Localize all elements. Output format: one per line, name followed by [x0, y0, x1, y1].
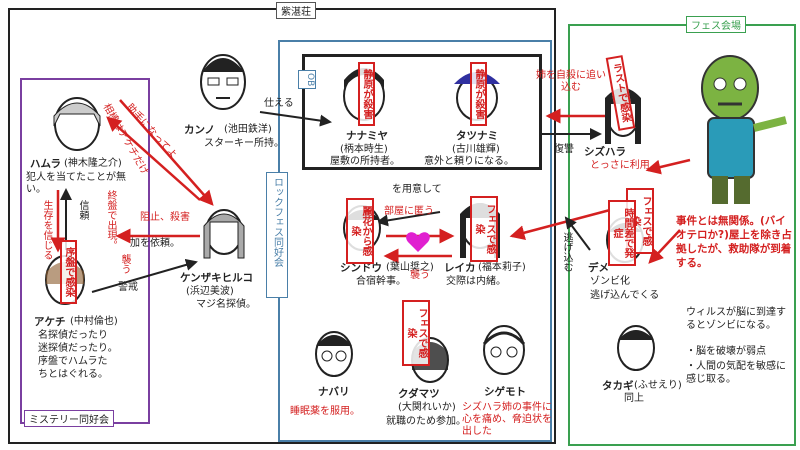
label-heya: 部屋に匿う [384, 206, 434, 217]
tatsunami-desc: 意外と頼りになる。 [424, 156, 514, 167]
tatsunami-actor: (古川雄輝) [452, 144, 500, 155]
ob-label: OB [298, 70, 316, 90]
takagi-name: タカギ [602, 380, 634, 392]
arrow-fes-reika [509, 208, 611, 241]
stamp-dememoto-2: 時間差で発症 [608, 200, 636, 266]
zombie-rule-3: ・人間の気配を敏感に感じ取る。 [686, 361, 786, 385]
fes-frame [568, 24, 796, 446]
arrow-akechi-warn [119, 99, 214, 206]
stamp-nanamiya: 静原が殺害 [358, 62, 375, 126]
kenzaki-face [203, 209, 245, 259]
fes-label: フェス会場 [686, 16, 746, 33]
nanamiya-name: ナナミヤ [346, 130, 388, 142]
shizuhara-desc: とっさに利用 [590, 160, 650, 171]
akechi-desc-2: 迷探偵だったり。 [38, 343, 118, 354]
shigemoto-desc: シズハラ姉の事件に心を痛め、脅迫状を出した [462, 402, 552, 437]
zombie-main-note: 事件とは無関係。(バイオテロか?)屋上を除き占拠したが、救助隊が到着する。 [676, 215, 792, 269]
kanno-actor: (池田鉄洋) [224, 124, 272, 135]
label-shinrai: 信頼 [77, 200, 88, 220]
akechi-desc-4: ちとはぐれる。 [38, 369, 108, 380]
shindo-actor: (葉山奨之) [386, 262, 434, 273]
arrow-kanno-nanamiya [259, 111, 332, 127]
shizuhara-name: シズハラ [584, 146, 626, 158]
shitanso-label: 紫湛荘 [276, 2, 316, 19]
hamura-name: ハムラ [30, 158, 61, 170]
kanno-face [200, 54, 246, 110]
label-soshi: 阻止、殺害 [140, 212, 190, 223]
nabari-desc: 睡眠薬を服用。 [290, 406, 360, 417]
shigemoto-name: シゲモト [484, 386, 526, 398]
label-kanno-nanamiya: 仕える [264, 98, 294, 109]
dememoto-desc-1: ゾンビ化 [590, 276, 630, 287]
shindo-desc: 合宿幹事。 [356, 276, 406, 287]
label-seizon: 生存を信じる [41, 200, 52, 260]
heart-icon [406, 232, 430, 252]
kenzaki-name: ケンザキヒルコ [180, 272, 253, 284]
dememoto-name: デメ [588, 262, 609, 274]
label-keikai: 警戒 [118, 282, 138, 293]
arrow-zombie-dememoto [648, 229, 681, 264]
label-osou-2: 襲う [410, 270, 430, 281]
takagi-actor: (ふせえり) [634, 380, 682, 391]
takagi-desc: 同上 [624, 393, 644, 404]
label-osou-1: 襲う [119, 254, 130, 274]
ob-frame [302, 54, 542, 170]
arrow-heya [376, 211, 441, 227]
shindo-name: シンドウ [340, 262, 382, 274]
nanamiya-desc: 屋敷の所持者。 [330, 156, 400, 167]
rock-label: ロックフェス同好会 [266, 172, 288, 298]
zombie-rule-2: ・脳を破壊が弱点 [686, 346, 766, 357]
zombie-rule-1: ウィルスが脳に到達するとゾンビになる。 [686, 307, 786, 331]
kanno-name: カンノ [184, 124, 215, 136]
akechi-name: アケチ [34, 316, 66, 328]
akechi-actor: (中村倫也) [70, 316, 118, 327]
mystery-label: ミステリー同好会 [24, 410, 114, 427]
stamp-shindo: 麗花から感染 [346, 198, 374, 264]
nanamiya-actor: (柄本時生) [340, 144, 388, 155]
stamp-kudamatsu: フェスで感染 [402, 300, 430, 366]
kenzaki-desc: マジ名探偵。 [196, 299, 256, 310]
nabari-face [315, 331, 353, 377]
takagi-face [617, 325, 655, 371]
hamura-face [53, 97, 101, 151]
arrow-zombie-shizuhara [645, 158, 691, 175]
arrow-nigekomu [564, 216, 591, 251]
akechi-desc-1: 名探偵だったり [38, 330, 108, 341]
shigemoto-face [482, 325, 526, 375]
akechi-desc-3: 序盤でハムラた [38, 356, 108, 367]
kenzaki-actor: (浜辺美波) [186, 286, 234, 297]
label-fukushu: 復讐 [554, 144, 574, 155]
label-nigekomu: 逃げ込む [561, 232, 572, 272]
kudamatsu-name: クダマツ [398, 388, 440, 400]
rock-label-text: ロックフェス同好会 [271, 177, 283, 267]
kudamatsu-desc: 就職のため参加。 [386, 416, 466, 427]
hamura-actor: (神木隆之介) [64, 158, 122, 169]
label-shizuhara-tatsunami: 姉を自殺に追い込む [536, 70, 606, 93]
reika-actor: (福本莉子) [478, 262, 526, 273]
label-youi: を用意して [392, 184, 442, 195]
kanno-desc: スターキー所持。 [204, 138, 284, 149]
nabari-name: ナバリ [318, 386, 350, 398]
zombie-illustration [701, 55, 787, 204]
dememoto-desc-2: 逃げ込んでくる [590, 290, 660, 301]
label-irai: 加を依頼。 [130, 238, 180, 249]
stamp-reika: フェスで感染 [470, 196, 498, 262]
reika-name: レイカ [444, 262, 476, 274]
stamp-tatsunami: 静原が殺害 [470, 62, 487, 126]
stamp-akechi: 序盤で感染 [60, 240, 77, 304]
hamura-desc: 犯人を当てたことが無い。 [26, 172, 126, 195]
arrow-josyu [106, 116, 201, 201]
label-owari: 終盤で出現。 [105, 190, 116, 250]
arrow-keikai [91, 259, 198, 293]
reika-desc: 交際は内緒。 [446, 276, 506, 287]
tatsunami-name: タツナミ [456, 130, 498, 142]
kudamatsu-actor: (大関れいか) [398, 402, 456, 413]
